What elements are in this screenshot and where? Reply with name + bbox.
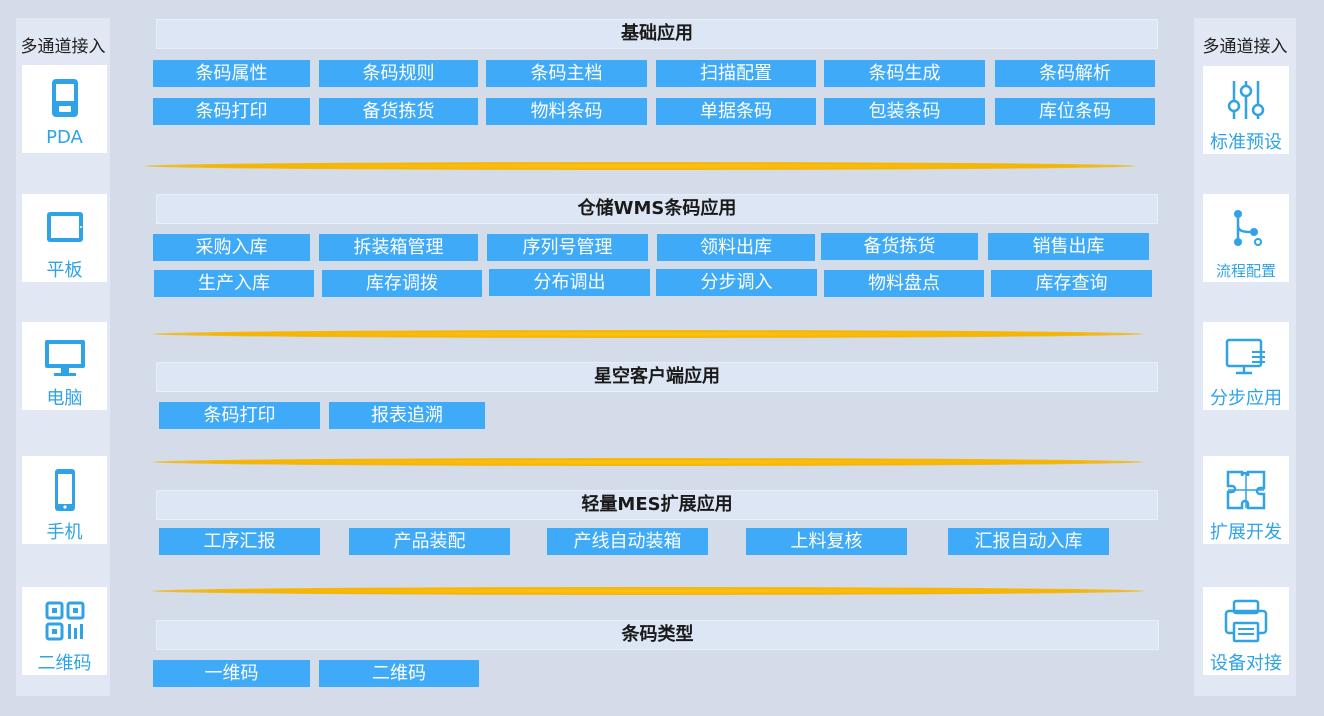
feature-step-app: 分步应用: [1203, 322, 1289, 410]
app-cell: 单据条码: [656, 98, 816, 125]
right-channel-panel: 多通道接入 标准预设 流程配置: [1194, 18, 1296, 696]
app-cell: 备货拣货: [319, 98, 478, 125]
app-cell: 条码打印: [159, 402, 320, 429]
app-cell: 条码打印: [153, 98, 310, 125]
left-panel-title: 多通道接入: [20, 37, 106, 57]
app-cell: 产品装配: [349, 528, 510, 555]
app-cell: 物料条码: [486, 98, 647, 125]
puzzle-icon: [1226, 470, 1266, 510]
app-cell: 拆装箱管理: [319, 234, 478, 261]
section-header-basic: 基础应用: [156, 19, 1158, 49]
app-cell: 生产入库: [154, 270, 314, 297]
channel-phone: 手机: [22, 456, 107, 544]
app-cell: 条码属性: [153, 60, 310, 87]
app-cell: 汇报自动入库: [948, 528, 1109, 555]
channel-label: 二维码: [37, 653, 92, 674]
section-divider: [152, 458, 1144, 466]
tablet-icon: [46, 212, 83, 242]
channel-pda: PDA: [22, 65, 107, 153]
feature-extension-dev: 扩展开发: [1203, 456, 1289, 544]
section-header-client: 星空客户端应用: [156, 362, 1158, 392]
feature-standard-preset: 标准预设: [1203, 66, 1289, 154]
app-cell: 领料出库: [657, 234, 815, 261]
app-cell: 二维码: [319, 660, 479, 687]
app-cell: 包装条码: [824, 98, 985, 125]
channel-tablet: 平板: [22, 194, 107, 282]
app-cell: 工序汇报: [159, 528, 320, 555]
feature-label: 标准预设: [1210, 132, 1282, 153]
right-panel-title: 多通道接入: [1202, 37, 1288, 57]
flow-icon: [1234, 210, 1262, 246]
section-header-wms: 仓储WMS条码应用: [156, 194, 1158, 224]
section-divider: [152, 587, 1144, 595]
app-cell: 序列号管理: [487, 234, 648, 261]
app-cell: 分布调出: [489, 269, 650, 296]
app-cell: 物料盘点: [824, 270, 984, 297]
qr-code-icon: [45, 601, 84, 641]
feature-flow-config: 流程配置: [1203, 194, 1289, 282]
app-cell: 上料复核: [746, 528, 907, 555]
channel-label: PDA: [46, 127, 83, 148]
section-header-barcode-type: 条码类型: [156, 620, 1159, 650]
left-channel-panel: 多通道接入 PDA 平板 电脑 手机: [16, 18, 110, 696]
channel-label: 平板: [46, 260, 83, 281]
channel-pc: 电脑: [22, 322, 107, 410]
app-cell: 报表追溯: [329, 402, 485, 429]
feature-label: 流程配置: [1215, 262, 1276, 280]
app-cell: 扫描配置: [656, 60, 816, 87]
desktop-list-icon: [1225, 338, 1265, 375]
app-cell: 分步调入: [656, 269, 817, 296]
pda-icon: [51, 79, 78, 117]
monitor-icon: [44, 340, 85, 376]
app-cell: 产线自动装箱: [547, 528, 708, 555]
app-cell: 条码主档: [486, 60, 647, 87]
section-header-mes: 轻量MES扩展应用: [156, 490, 1158, 520]
channel-qr: 二维码: [22, 587, 107, 675]
section-divider: [152, 330, 1144, 338]
feature-device-integration: 设备对接: [1203, 587, 1289, 675]
channel-label: 手机: [46, 522, 83, 543]
app-cell: 采购入库: [153, 234, 310, 261]
printer-icon: [1224, 599, 1268, 643]
app-cell: 一维码: [153, 660, 310, 687]
app-cell: 库存查询: [991, 270, 1152, 297]
app-cell: 销售出库: [988, 233, 1149, 260]
phone-icon: [54, 469, 75, 511]
section-divider: [144, 162, 1136, 170]
app-cell: 库存调拨: [322, 270, 482, 297]
app-cell: 条码解析: [995, 60, 1155, 87]
feature-label: 分步应用: [1210, 388, 1282, 409]
sliders-icon: [1227, 81, 1265, 119]
app-cell: 备货拣货: [821, 233, 978, 260]
app-cell: 库位条码: [995, 98, 1155, 125]
app-cell: 条码生成: [824, 60, 985, 87]
channel-label: 电脑: [46, 388, 83, 409]
feature-label: 扩展开发: [1210, 522, 1282, 543]
feature-label: 设备对接: [1210, 653, 1282, 674]
app-cell: 条码规则: [319, 60, 478, 87]
